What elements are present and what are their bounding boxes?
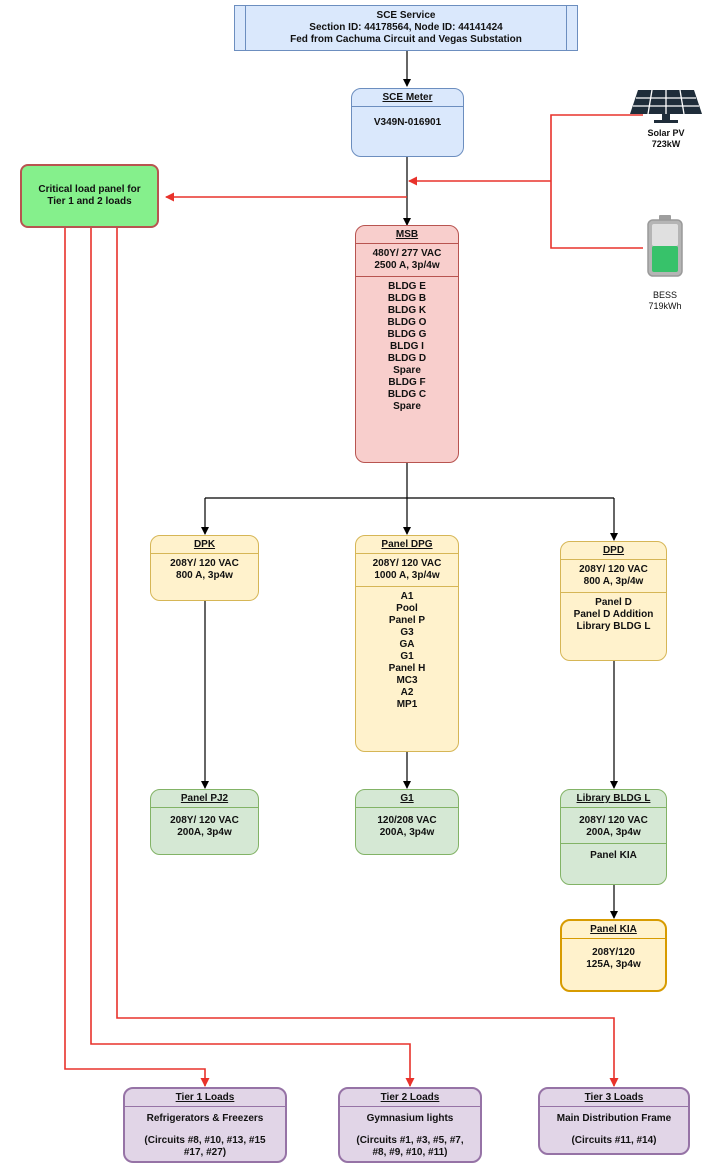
bess-label: BESS 719kWh — [648, 290, 682, 311]
dpd-feed: Panel D — [595, 597, 632, 608]
dpd-box: DPD 208Y/ 120 VAC 800 A, 3p/4w Panel D P… — [560, 541, 667, 661]
service-title: SCE Service — [376, 10, 436, 21]
dpg-feed: Pool — [396, 603, 418, 614]
service-section-id: Section ID: 44178564, Node ID: 44141424 — [309, 22, 503, 33]
g1-title: G1 — [400, 793, 414, 804]
tier1-title: Tier 1 Loads — [175, 1092, 235, 1103]
critical-load-panel: Critical load panel for Tier 1 and 2 loa… — [20, 164, 159, 228]
meter-id: V349N-016901 — [352, 106, 463, 133]
msb-spec: 480Y/ 277 VAC 2500 A, 3p/4w — [356, 243, 458, 276]
wire-crit-to-tier3 — [116, 228, 619, 1087]
dpg-feed: A2 — [400, 687, 414, 698]
msb-feed: Spare — [393, 365, 421, 376]
dpg-feed: Panel P — [388, 615, 426, 626]
wire-solar-to-main — [550, 114, 643, 181]
dpd-spec: 208Y/ 120 VAC 800 A, 3p/4w — [561, 559, 666, 592]
msb-feed: BLDG C — [387, 389, 427, 400]
msb-feed: BLDG O — [387, 317, 427, 328]
dpg-spec: 208Y/ 120 VAC 1000 A, 3p/4w — [356, 553, 458, 586]
pj2-title: Panel PJ2 — [180, 793, 229, 804]
dpg-feed: MP1 — [396, 699, 418, 710]
solar-panel-icon — [628, 88, 704, 124]
tier2-loads-box: Tier 2 Loads Gymnasium lights (Circuits … — [338, 1087, 482, 1163]
dpk-title: DPK — [193, 539, 216, 550]
dpg-feed: GA — [399, 639, 415, 650]
tier1-detail: Refrigerators & Freezers (Circuits #8, #… — [125, 1106, 285, 1161]
kia-spec: 208Y/120 125A, 3p4w — [562, 938, 665, 975]
kia-title: Panel KIA — [590, 924, 637, 935]
msb-feed: BLDG D — [387, 353, 427, 364]
msb-title: MSB — [395, 229, 419, 240]
wire-crit-to-tier2 — [90, 228, 415, 1087]
library-spec: 208Y/ 120 VAC 200A, 3p4w — [561, 807, 666, 843]
tier2-detail: Gymnasium lights (Circuits #1, #3, #5, #… — [340, 1106, 480, 1161]
sce-service-box: SCE Service Section ID: 44178564, Node I… — [234, 5, 578, 51]
tier3-title: Tier 3 Loads — [584, 1092, 644, 1103]
sce-meter-box: SCE Meter V349N-016901 — [351, 88, 464, 157]
dpg-feeds: A1 Pool Panel P G3 GA G1 Panel H MC3 A2 … — [356, 586, 458, 715]
msb-feed: BLDG B — [387, 293, 427, 304]
msb-feeds: BLDG E BLDG B BLDG K BLDG O BLDG G BLDG … — [356, 276, 458, 417]
msb-feed: BLDG G — [387, 329, 427, 340]
msb-feed: BLDG K — [387, 305, 427, 316]
panel-kia-box: Panel KIA 208Y/120 125A, 3p4w — [560, 919, 667, 992]
dpg-feed: MC3 — [396, 675, 418, 686]
tier1-loads-box: Tier 1 Loads Refrigerators & Freezers (C… — [123, 1087, 287, 1163]
dpd-feeds: Panel D Panel D Addition Library BLDG L — [561, 592, 666, 637]
g1-box: G1 120/208 VAC 200A, 3p4w — [355, 789, 459, 855]
dpd-feed: Panel D Addition — [573, 609, 654, 620]
solar-label: Solar PV 723kW — [647, 128, 685, 149]
wire-crit-to-tier1 — [64, 228, 210, 1087]
library-title: Library BLDG L — [576, 793, 651, 804]
battery-icon — [645, 214, 685, 278]
dpk-spec: 208Y/ 120 VAC 800 A, 3p4w — [151, 553, 258, 586]
dpg-feed: A1 — [400, 591, 414, 602]
dpg-title: Panel DPG — [381, 539, 433, 550]
library-bldg-l-box: Library BLDG L 208Y/ 120 VAC 200A, 3p4w … — [560, 789, 667, 885]
tier3-detail: Main Distribution Frame (Circuits #11, #… — [540, 1106, 688, 1151]
dpd-feed: Library BLDG L — [576, 621, 651, 632]
msb-feed: BLDG F — [388, 377, 426, 388]
tier3-loads-box: Tier 3 Loads Main Distribution Frame (Ci… — [538, 1087, 690, 1155]
msb-feed: BLDG E — [388, 281, 426, 292]
msb-box: MSB 480Y/ 277 VAC 2500 A, 3p/4w BLDG E B… — [355, 225, 459, 463]
dpg-feed: G1 — [400, 651, 414, 662]
service-feed-source: Fed from Cachuma Circuit and Vegas Subst… — [290, 34, 522, 45]
dpd-title: DPD — [602, 545, 625, 556]
msb-feed: Spare — [393, 401, 421, 412]
wire-bess-to-main — [550, 181, 643, 249]
g1-spec: 120/208 VAC 200A, 3p4w — [356, 807, 458, 843]
msb-feed: BLDG I — [390, 341, 424, 352]
dpg-feed: G3 — [400, 627, 414, 638]
meter-title: SCE Meter — [382, 92, 433, 103]
library-feed: Panel KIA — [561, 843, 666, 866]
panel-dpg-box: Panel DPG 208Y/ 120 VAC 1000 A, 3p/4w A1… — [355, 535, 459, 752]
tier2-title: Tier 2 Loads — [380, 1092, 440, 1103]
dpg-feed: Panel H — [388, 663, 426, 674]
panel-pj2-box: Panel PJ2 208Y/ 120 VAC 200A, 3p4w — [150, 789, 259, 855]
pj2-spec: 208Y/ 120 VAC 200A, 3p4w — [151, 807, 258, 843]
dpk-box: DPK 208Y/ 120 VAC 800 A, 3p4w — [150, 535, 259, 601]
